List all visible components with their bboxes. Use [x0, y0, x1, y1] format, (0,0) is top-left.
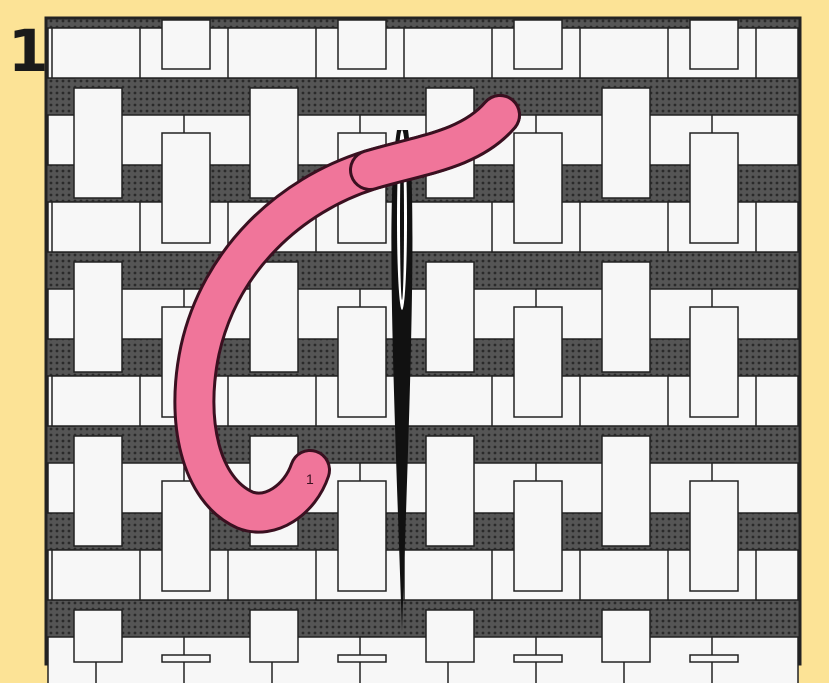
warp-strip — [74, 88, 122, 198]
warp-strip — [74, 610, 122, 662]
warp-strip — [74, 262, 122, 372]
warp-strip — [162, 133, 210, 243]
warp-strip — [338, 655, 386, 662]
warp-strip — [338, 481, 386, 591]
warp-strip — [690, 20, 738, 69]
weft-strip — [756, 376, 798, 426]
warp-strip — [162, 20, 210, 69]
warp-strip — [690, 655, 738, 662]
warp-strip — [426, 262, 474, 372]
warp-strip — [602, 610, 650, 662]
weft-strip — [756, 202, 798, 252]
warp-strip — [514, 655, 562, 662]
warp-strip — [426, 436, 474, 546]
warp-strip — [74, 436, 122, 546]
warp-strip — [602, 88, 650, 198]
warp-strip — [514, 307, 562, 417]
thread-label: 1 — [306, 471, 314, 487]
warp-strip — [602, 262, 650, 372]
warp-strip — [690, 133, 738, 243]
warp-strip — [162, 655, 210, 662]
warp-strip — [514, 481, 562, 591]
warp-strip — [338, 20, 386, 69]
warp-strip — [426, 610, 474, 662]
warp-strip — [514, 20, 562, 69]
warp-strip — [250, 88, 298, 198]
warp-strip — [602, 436, 650, 546]
warp-strip — [250, 610, 298, 662]
weft-strip — [756, 550, 798, 600]
warp-strip — [250, 262, 298, 372]
warp-strip — [514, 133, 562, 243]
warp-strip — [690, 307, 738, 417]
warp-strip — [338, 307, 386, 417]
warp-strip — [690, 481, 738, 591]
canvas-mesh — [46, 18, 800, 683]
weft-strip — [756, 28, 798, 78]
